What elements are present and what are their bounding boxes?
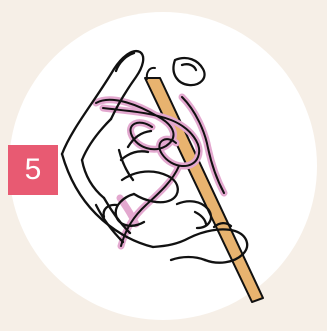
step-number-badge: 5 xyxy=(8,145,58,195)
